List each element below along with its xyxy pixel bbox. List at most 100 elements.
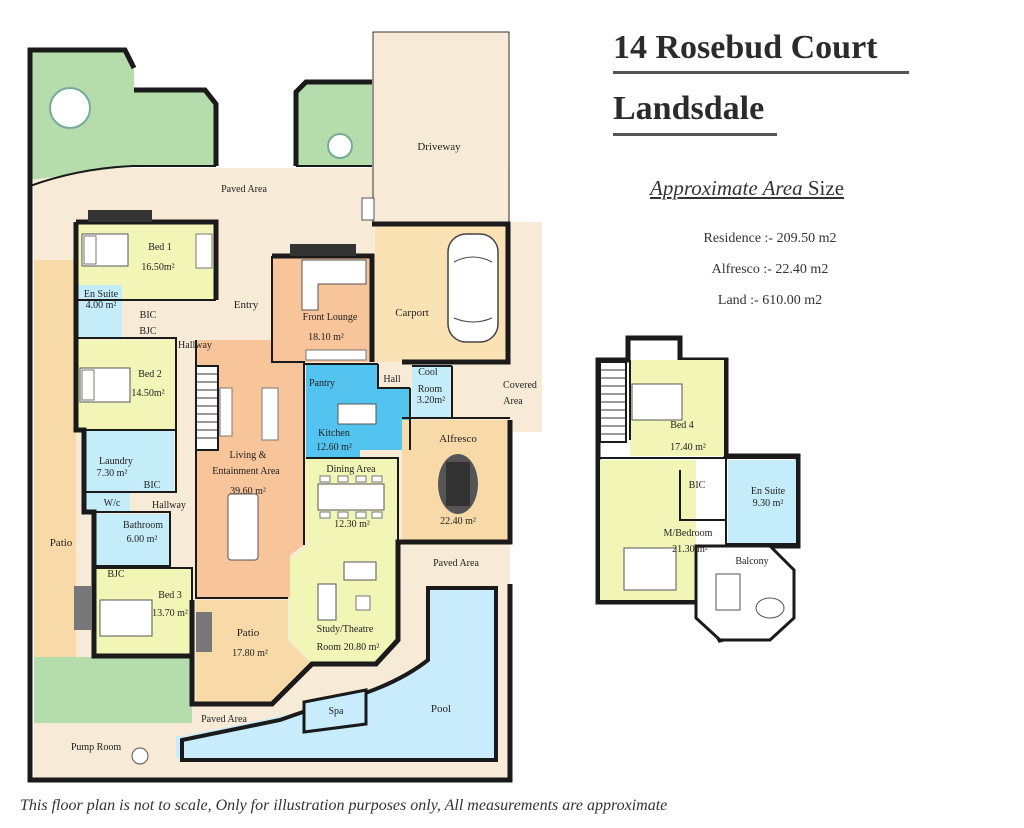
label-carport: Carport [395, 307, 429, 319]
label-driveway: Driveway [417, 141, 461, 153]
label-entry: Entry [234, 299, 259, 311]
house-outline-south [189, 420, 513, 707]
stairs-ground [195, 365, 219, 451]
label-bed4-size: 17.40 m² [670, 442, 706, 453]
kitchen-island [337, 403, 377, 425]
label-bic1: BIC [140, 310, 157, 321]
label-upper-ensuite: En Suite [751, 486, 786, 497]
label-laundry: Laundry [99, 456, 133, 467]
bathroom-fill [94, 514, 170, 566]
label-mbed-size: 21.30 m² [672, 544, 708, 555]
label-paved-top: Paved Area [221, 184, 267, 195]
label-laundry-size: 7.30 m² [97, 468, 128, 479]
upper-balcony-table [755, 597, 785, 619]
label-patio2: Patio [237, 627, 260, 639]
label-patio2-size: 17.80 m² [232, 648, 268, 659]
coolroom-fill [412, 366, 452, 418]
label-living1: Living & [230, 450, 267, 461]
label-bjc-bed3: BJC [107, 569, 125, 580]
ensuite-fill [76, 285, 122, 337]
interior-walls [76, 256, 510, 656]
label-study: Study/Theatre [317, 624, 374, 635]
lawn-lower-left [34, 657, 192, 723]
address-line2: Landsdale [613, 90, 765, 127]
upper-balcony-sofa [715, 573, 741, 611]
land-area: Land :- 610.00 m2 [717, 293, 823, 308]
label-living2: Entainment Area [212, 466, 280, 477]
alfresco-table [438, 454, 478, 514]
patio2-fill [196, 600, 312, 704]
label-bic2: BJC [139, 326, 157, 337]
label-kitchen-size: 12.60 m² [316, 442, 352, 453]
driveway-area [372, 31, 510, 223]
spa-fill [302, 688, 368, 734]
label-bed4: Bed 4 [670, 420, 694, 431]
label-bed3: Bed 3 [158, 590, 182, 601]
label-paved-bottom: Paved Area [201, 714, 247, 725]
pump-icon [131, 747, 149, 765]
label-coolroom2: Room [418, 384, 443, 395]
area-heading: Approximate Area Size [650, 176, 844, 201]
label-ensuite: En Suite [84, 289, 119, 300]
outer-boundary [27, 47, 513, 783]
upper-ensuite-fill [728, 460, 796, 544]
label-patio-left: Patio [50, 537, 73, 549]
bed2-furniture [79, 367, 131, 403]
bed1-furniture [81, 210, 213, 269]
laundry-fill [84, 430, 174, 492]
label-hall: Hall [383, 374, 400, 385]
label-kitchen: Kitchen [318, 428, 350, 439]
garden-boundary [29, 165, 372, 187]
label-covered1: Covered [503, 380, 537, 391]
label-bathroom: Bathroom [123, 520, 163, 531]
label-pantry: Pantry [309, 378, 335, 389]
label-bed1: Bed 1 [148, 242, 172, 253]
label-coolroom1: Cool [418, 367, 438, 378]
label-dining-size: 12.30 m² [334, 519, 370, 530]
upper-mbed-furniture [623, 547, 677, 591]
alfresco-area: Alfresco :- 22.40 m2 [711, 262, 829, 277]
label-front-lounge: Front Lounge [303, 312, 358, 323]
label-paved-mid: Paved Area [433, 558, 479, 569]
disclaimer: This floor plan is not to scale, Only fo… [20, 797, 668, 814]
garden-right [296, 82, 372, 166]
label-ensuite-size: 4.00 m² [86, 300, 117, 311]
label-bic3: BIC [144, 480, 161, 491]
label-bed2: Bed 2 [138, 369, 162, 380]
upper-interior [600, 360, 796, 545]
dining-table [317, 475, 385, 519]
label-covered2: Area [503, 396, 523, 407]
label-mbed: M/Bedroom [664, 528, 713, 539]
plant-icon [49, 87, 353, 159]
label-alfresco: Alfresco [439, 433, 477, 445]
wc-fill [84, 492, 130, 512]
living-furniture [219, 387, 279, 561]
car-icon [447, 233, 499, 343]
covered-area-fill [508, 222, 542, 432]
label-spa: Spa [329, 706, 345, 717]
label-wc: W/c [104, 498, 121, 509]
upper-stairs [599, 361, 627, 443]
label-pool: Pool [431, 703, 451, 715]
upper-bed4-furniture [631, 383, 683, 421]
label-hallway2: Hallway [152, 500, 186, 511]
label-bed3-size: 13.70 m² [152, 608, 188, 619]
label-study-size: Room 20.80 m² [317, 642, 380, 653]
label-front-lounge-size: 18.10 m² [308, 332, 344, 343]
address-line1: 14 Rosebud Court [613, 29, 878, 66]
label-upper-ensuite-size: 9.30 m² [753, 498, 784, 509]
label-coolroom-size: 3.20m² [417, 395, 445, 406]
title-rule-2 [613, 133, 777, 136]
label-balcony: Balcony [735, 556, 768, 567]
label-bathroom-size: 6.00 m² [127, 534, 158, 545]
bed3-furniture [74, 586, 212, 652]
label-hallway1: Hallway [178, 340, 212, 351]
lounge-furniture [290, 244, 367, 361]
residence-area: Residence :- 209.50 m2 [703, 231, 837, 246]
label-living-size: 39.60 m² [230, 486, 266, 497]
meter-box-icon [361, 197, 375, 221]
label-alfresco-size: 22.40 m² [440, 516, 476, 527]
area-heading-italic: Approximate Area [650, 176, 803, 200]
label-dining: Dining Area [326, 464, 376, 475]
